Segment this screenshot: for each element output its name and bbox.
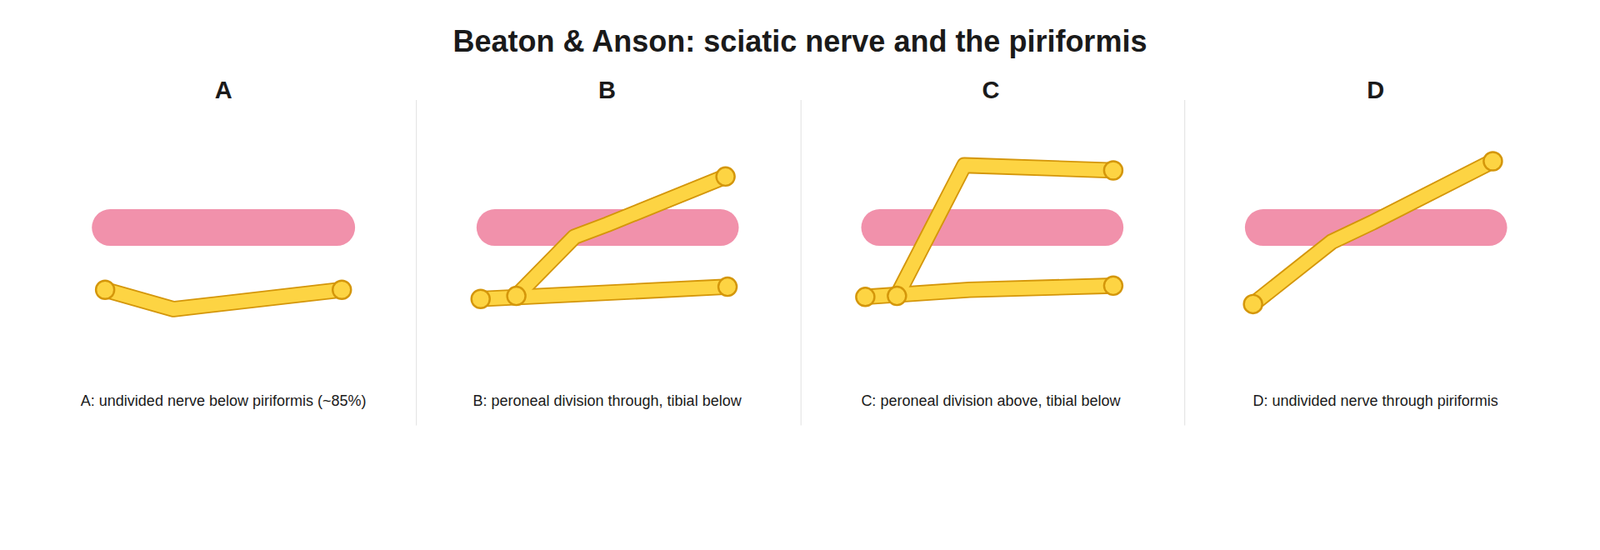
panel-letter: D bbox=[1366, 75, 1385, 104]
diagram-title: Beaton & Anson: sciatic nerve and the pi… bbox=[453, 24, 1148, 60]
panel-letter: B bbox=[598, 75, 616, 104]
panel-caption: C: peroneal division above, tibial below bbox=[860, 392, 1120, 410]
panel-letter: A bbox=[215, 75, 233, 104]
panel-dividers bbox=[416, 100, 1185, 426]
sciatic-nerve bbox=[105, 160, 1493, 310]
piriformis-muscle bbox=[91, 209, 1507, 246]
panel-letter: C bbox=[981, 75, 1000, 104]
panel-caption: D: undivided nerve through piriformis bbox=[1253, 392, 1499, 410]
panel-caption: A: undivided nerve below piriformis (~85… bbox=[80, 392, 367, 410]
panel-caption: B: peroneal division through, tibial bel… bbox=[472, 392, 741, 410]
nerve-ends bbox=[95, 151, 1502, 313]
